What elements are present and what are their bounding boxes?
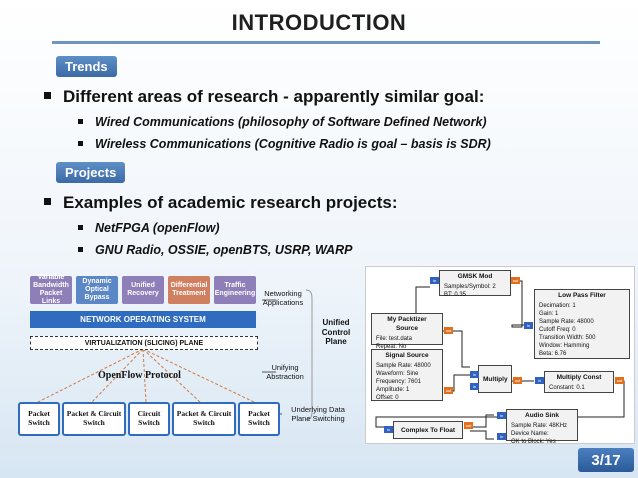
app-box: Differential Treatment [168, 276, 210, 304]
sub-item-text: Wired Communications (philosophy of Soft… [95, 115, 487, 129]
block-param: Decimation: 1 [539, 302, 576, 309]
sub-bullet-icon [78, 247, 83, 252]
input-port: in [384, 426, 393, 433]
block-title: Low Pass Filter [558, 292, 606, 299]
app-box: Traffic Engineering [214, 276, 256, 304]
block-param: Frequency: 7601 [376, 378, 422, 385]
output-port: out [464, 422, 473, 429]
output-port: out [615, 377, 624, 384]
networking-apps-label: Networking Applications [262, 289, 304, 307]
switch-box: Packet Switch [18, 402, 60, 436]
switch-box: Circuit Switch [128, 402, 170, 436]
input-port: in [535, 377, 544, 384]
bullet-trends: Different areas of research - apparently… [44, 87, 484, 107]
app-box: Variable Bandwidth Packet Links [30, 274, 72, 305]
output-port: out [511, 277, 520, 284]
sub-item-text: GNU Radio, OSSIE, openBTS, USRP, WARP [95, 243, 353, 257]
block-param: Gain: 1 [539, 310, 559, 317]
block-param: BT: 0.35 [444, 291, 467, 298]
block-title: Multiply [483, 376, 508, 383]
block-param: Sample Rate: 48KHz [511, 422, 568, 429]
block-title: Audio Sink [525, 412, 559, 419]
block-param: Window: Hamming [539, 343, 590, 350]
block-param: File: test.data [376, 335, 413, 342]
title-underline [52, 41, 600, 44]
input-port: in [430, 277, 439, 284]
sub-item: GNU Radio, OSSIE, openBTS, USRP, WARP [78, 243, 352, 257]
block-param: Cutoff Freq: 0 [539, 327, 576, 334]
tag-trends: Trends [56, 56, 117, 77]
block-param: Beta: 6.76 [539, 351, 567, 358]
app-box: Dynamic Optical Bypass [76, 276, 118, 304]
block-param: Samples/Symbol: 2 [444, 283, 496, 290]
underlying-plane-label: Underlying Data Plane Switching [291, 405, 345, 423]
bullet-square-icon [44, 92, 51, 99]
bullet-square-icon [44, 198, 51, 205]
bullet-text: Different areas of research - apparently… [63, 87, 485, 106]
sub-item-text: NetFPGA (openFlow) [95, 221, 220, 235]
input-port: in [470, 383, 479, 390]
packetizer-source-block: My Packtizer Source File: test.data Repe… [371, 313, 443, 350]
unifying-abstraction-label: Unifying Abstraction [266, 363, 304, 381]
sub-bullet-icon [78, 119, 83, 124]
sub-item: Wired Communications (philosophy of Soft… [78, 115, 487, 129]
openflow-protocol-label: OpenFlow Protocol [98, 370, 181, 381]
input-port: in [497, 412, 506, 419]
sub-bullet-icon [78, 141, 83, 146]
multiply-const-block: Multiply Const Constant: 0.1 [544, 371, 614, 393]
block-title: Multiply Const [556, 374, 602, 381]
block-param: Sample Rate: 48000 [376, 362, 431, 369]
virtualization-plane: VIRTUALIZATION (SLICING) PLANE [30, 336, 258, 350]
complex-to-float-block: Complex To Float [393, 421, 463, 439]
output-port: out [444, 387, 453, 394]
page-number: 3/17 [578, 448, 634, 472]
switch-box: Packet & Circuit Switch [62, 402, 126, 436]
bullet-projects: Examples of academic research projects: [44, 193, 398, 213]
output-port: out [444, 327, 453, 334]
input-port: in [470, 371, 479, 378]
sub-item-text: Wireless Communications (Cognitive Radio… [95, 137, 491, 151]
block-title: My Packtizer Source [387, 316, 427, 332]
signal-source-block: Signal Source Sample Rate: 48000 Wavefor… [371, 349, 443, 401]
unified-control-plane-label: Unified Control Plane [321, 318, 351, 347]
block-title: Complex To Float [400, 427, 456, 434]
input-port: in [524, 322, 533, 329]
sub-bullet-icon [78, 225, 83, 230]
block-param: Transition Width: 500 [539, 335, 596, 342]
tag-projects: Projects [56, 162, 126, 183]
switch-box: Packet Switch [238, 402, 280, 436]
low-pass-filter-block: Low Pass Filter Decimation: 1 Gain: 1 Sa… [534, 289, 630, 359]
block-title: Signal Source [385, 352, 429, 359]
output-port: out [513, 377, 522, 384]
sub-item: Wireless Communications (Cognitive Radio… [78, 137, 491, 151]
block-param: Amplitude: 1 [376, 387, 410, 394]
audio-sink-block: Audio Sink Sample Rate: 48KHz Device Nam… [506, 409, 578, 445]
block-param: Device Name: [511, 430, 549, 437]
app-box: Unified Recovery [122, 276, 164, 304]
gmsk-mod-block: GMSK Mod Samples/Symbol: 2 BT: 0.35 [439, 270, 511, 298]
block-param: Waveform: Sine [376, 370, 419, 377]
openflow-diagram: Variable Bandwidth Packet Links Dynamic … [16, 272, 358, 442]
slide-title: INTRODUCTION [231, 10, 407, 35]
block-title: GMSK Mod [457, 273, 493, 280]
gnuradio-flowgraph: GMSK Mod Samples/Symbol: 2 BT: 0.35 in o… [365, 266, 635, 445]
block-param: Repeat: No [376, 343, 407, 350]
bullet-text: Examples of academic research projects: [63, 193, 398, 212]
multiply-block: Multiply [478, 365, 512, 393]
block-param: Offset: 0 [376, 395, 399, 402]
input-port: in [497, 433, 506, 440]
block-param: Sample Rate: 48000 [539, 318, 594, 325]
block-param: Constant: 0.1 [549, 384, 585, 391]
sub-item: NetFPGA (openFlow) [78, 221, 220, 235]
block-param: OK to Block: Yes [511, 438, 556, 445]
openflow-connectors [37, 289, 313, 421]
switch-box: Packet & Circuit Switch [172, 402, 236, 436]
network-os-bar: NETWORK OPERATING SYSTEM [30, 311, 256, 328]
